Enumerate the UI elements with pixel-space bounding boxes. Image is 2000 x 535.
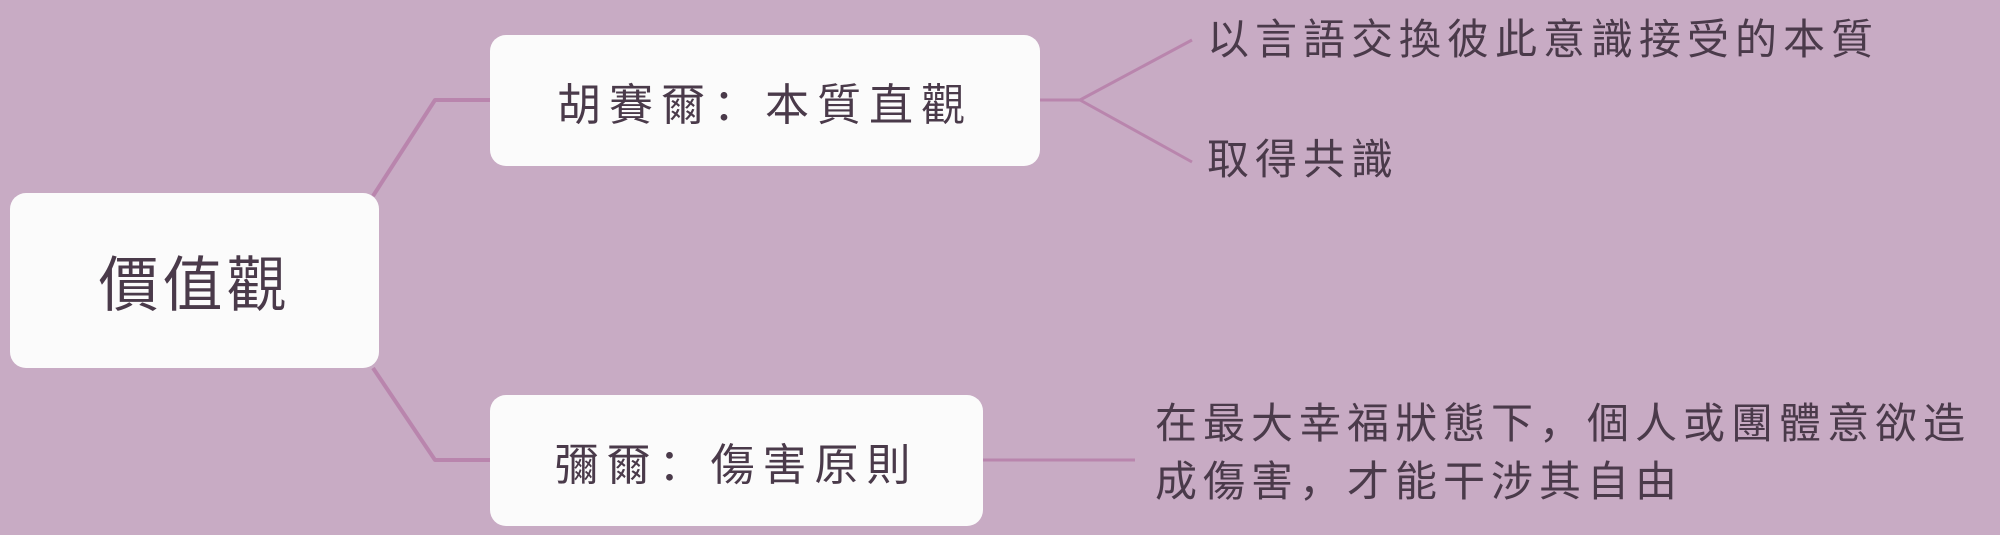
leaf-label-line-1: 在最大幸福狀態下，個人或團體意欲造: [1155, 399, 1972, 448]
branch-node-husserl[interactable]: 胡賽爾：本質直觀: [490, 35, 1040, 166]
leaf-label-line-2: 成傷害，才能干涉其自由: [1155, 457, 1684, 506]
branch-label: 胡賽爾：本質直觀: [557, 79, 973, 131]
leaf-label: 取得共識: [1207, 135, 1400, 184]
branch-label: 彌爾：傷害原則: [554, 439, 919, 491]
leaf-topic-consensus[interactable]: 取得共識: [1207, 131, 1399, 189]
connector-root-to-branch-1: [371, 98, 490, 198]
leaf-topic-exchange-essence[interactable]: 以言語交換彼此意識接受的本質: [1207, 11, 1879, 69]
branch-node-mill[interactable]: 彌爾：傷害原則: [490, 395, 983, 526]
leaf-label: 以言語交換彼此意識接受的本質: [1207, 15, 1880, 64]
leaf-topic-harm-principle[interactable]: 在最大幸福狀態下，個人或團體意欲造 成傷害，才能干涉其自由: [1155, 395, 1971, 511]
connector-branch-1-to-leaf-1: [1040, 38, 1193, 102]
connector-root-to-branch-2: [371, 366, 490, 462]
root-node[interactable]: 價值觀: [10, 193, 379, 368]
connector-branch-1-to-leaf-2: [1079, 98, 1193, 164]
root-label: 價值觀: [98, 251, 291, 321]
